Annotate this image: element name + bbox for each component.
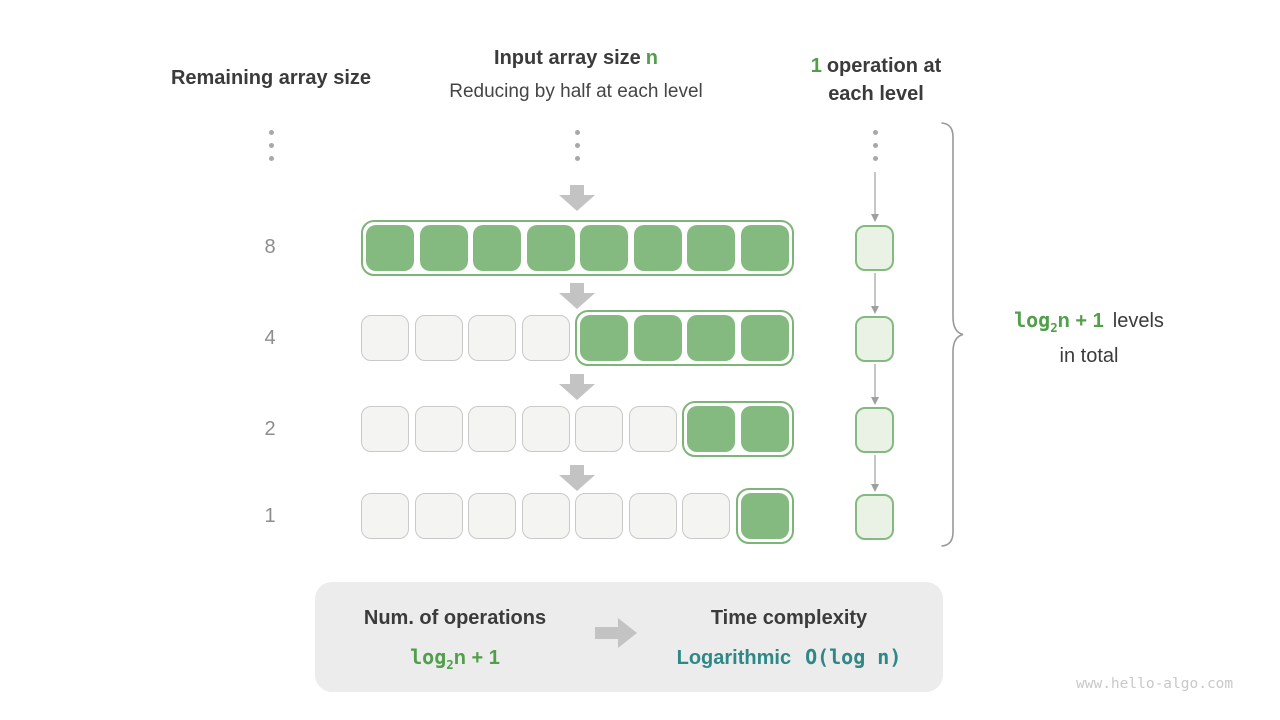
dot — [872, 143, 878, 148]
row-label-1: 1 — [264, 505, 276, 527]
array-cell-active — [740, 315, 789, 361]
array-cell-empty — [628, 493, 677, 539]
down-arrow-icon — [559, 185, 595, 211]
levels-note-line2: in total — [1059, 345, 1119, 367]
array-cell-empty — [521, 315, 570, 361]
array-cell-active — [580, 315, 628, 361]
array-cell-active — [633, 315, 682, 361]
arrow-connector — [871, 455, 879, 492]
array-cell-active — [473, 225, 521, 271]
operation-cell — [855, 316, 894, 362]
row-label-4: 4 — [264, 327, 276, 349]
row-label-8: 8 — [264, 236, 276, 258]
arrow-connector — [871, 172, 879, 222]
watermark: www.hello-algo.com — [1076, 676, 1234, 692]
array-cell-active — [687, 225, 735, 271]
ellipsis-dots — [268, 130, 274, 169]
dot — [268, 130, 274, 135]
summary-box: Num. of operations log2n + 1 Time comple… — [315, 582, 943, 692]
dot — [574, 130, 580, 135]
dot — [268, 143, 274, 148]
array-cell-active — [419, 225, 468, 271]
operation-cell — [855, 225, 894, 271]
input-size-subtitle: Reducing by half at each level — [449, 81, 703, 102]
operation-cell — [855, 407, 894, 453]
dot — [872, 130, 878, 135]
complexity-summary-title: Time complexity — [710, 607, 868, 629]
dot — [574, 156, 580, 161]
operations-formula: log2n + 1 — [410, 645, 500, 672]
down-arrow-icon — [559, 374, 595, 400]
array-cell-empty — [521, 406, 570, 452]
array-cell-empty — [468, 315, 516, 361]
operations-summary: Num. of operations log2n + 1 — [345, 604, 565, 679]
array-cell-active — [740, 406, 789, 452]
array-cell-active — [740, 493, 789, 539]
operations-summary-title: Num. of operations — [363, 607, 547, 629]
dot — [872, 156, 878, 161]
one-highlight: 1 — [810, 55, 822, 77]
array-cell-empty — [682, 493, 730, 539]
array-cell-empty — [628, 406, 677, 452]
array-cell-empty — [521, 493, 570, 539]
array-cell-active — [740, 225, 789, 271]
array-cell-empty — [414, 406, 463, 452]
array-cell-active — [687, 315, 735, 361]
ellipsis-dots — [872, 130, 878, 169]
operation-cell — [855, 494, 894, 540]
dot — [268, 156, 274, 161]
active-subarray-outline — [575, 310, 794, 366]
array-cell-empty — [468, 406, 516, 452]
active-subarray-outline — [682, 401, 794, 457]
array-cell-empty — [361, 493, 409, 539]
array-cell-empty — [414, 493, 463, 539]
remaining-size-header: Remaining array size — [170, 67, 372, 89]
array-row-1 — [361, 488, 794, 544]
array-row-4 — [361, 310, 794, 366]
active-subarray-outline — [361, 220, 794, 276]
array-cell-active — [580, 225, 628, 271]
dot — [574, 143, 580, 148]
ellipsis-dots — [574, 130, 580, 169]
row-label-2: 2 — [264, 418, 276, 440]
array-cell-empty — [575, 493, 623, 539]
down-arrow-icon — [559, 465, 595, 491]
n-highlight: n — [645, 47, 658, 69]
right-arrow-icon — [595, 618, 637, 648]
brace-bracket — [941, 122, 964, 547]
active-subarray-outline — [735, 488, 794, 544]
down-arrow-icon — [559, 283, 595, 309]
array-cell-active — [366, 225, 414, 271]
array-cell-active — [687, 406, 735, 452]
array-cell-empty — [361, 315, 409, 361]
array-cell-empty — [468, 493, 516, 539]
array-cell-empty — [575, 406, 623, 452]
array-cell-empty — [414, 315, 463, 361]
array-row-2 — [361, 401, 794, 457]
array-cell-active — [633, 225, 682, 271]
array-row-8 — [361, 220, 794, 276]
array-cell-empty — [361, 406, 409, 452]
arrow-connector — [871, 364, 879, 405]
array-cell-active — [526, 225, 575, 271]
arrow-connector — [871, 273, 879, 314]
